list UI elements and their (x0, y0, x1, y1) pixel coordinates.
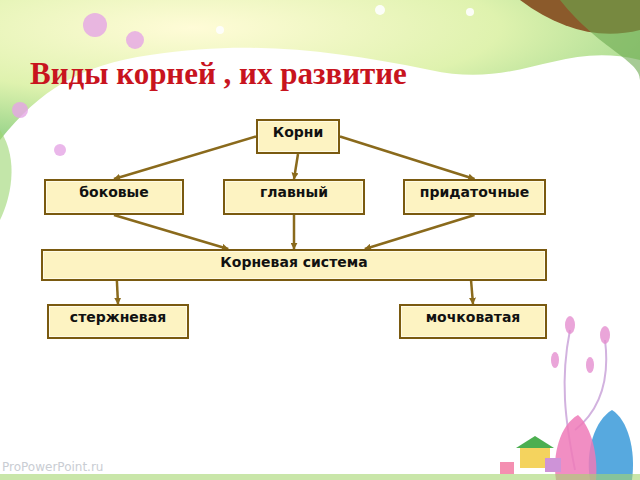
box-label: мочковатая (401, 306, 545, 325)
arrow-connector (114, 215, 228, 249)
root-box: Корни (256, 119, 340, 154)
system-type-box: стержневая (47, 304, 189, 339)
arrow-connector (471, 281, 473, 304)
box-label: Корни (258, 121, 338, 140)
watermark: ProPowerPoint.ru (2, 460, 103, 474)
box-label: боковые (46, 181, 182, 200)
slide-title: Виды корней , их развитие (30, 56, 407, 92)
arrow-connector (293, 215, 296, 249)
arrow-connector (117, 281, 118, 304)
system-type-box: мочковатая (399, 304, 547, 339)
box-label: стержневая (49, 306, 187, 325)
root-system-band: Корневая система (41, 249, 547, 281)
arrow-connector (114, 137, 256, 180)
box-label: придаточные (405, 181, 544, 200)
arrow-connector (294, 154, 298, 179)
arrow-connector (340, 137, 475, 180)
box-label: главный (225, 181, 363, 200)
root-type-box: боковые (44, 179, 184, 215)
root-type-box: главный (223, 179, 365, 215)
box-label: Корневая система (43, 251, 545, 270)
arrow-connector (365, 215, 475, 249)
root-type-box: придаточные (403, 179, 546, 215)
